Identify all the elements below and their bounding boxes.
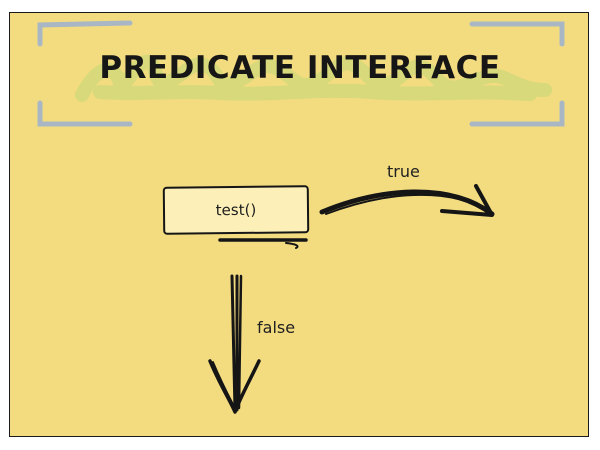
title-highlight-scribble bbox=[75, 54, 552, 102]
bracket-top-left bbox=[37, 20, 133, 47]
test-method-box: test() bbox=[162, 185, 310, 235]
true-arrow bbox=[319, 184, 495, 217]
false-branch-label: false bbox=[257, 318, 296, 337]
bracket-bottom-right bbox=[469, 100, 565, 127]
test-method-label: test() bbox=[215, 200, 257, 220]
bracket-top-right bbox=[469, 21, 565, 47]
bracket-bottom-left bbox=[37, 100, 133, 127]
false-arrow bbox=[208, 274, 261, 414]
box-underline bbox=[218, 238, 308, 249]
true-branch-label: true bbox=[387, 162, 420, 181]
corner-brackets bbox=[37, 20, 565, 127]
diagram-title: PREDICATE INTERFACE bbox=[99, 50, 501, 86]
